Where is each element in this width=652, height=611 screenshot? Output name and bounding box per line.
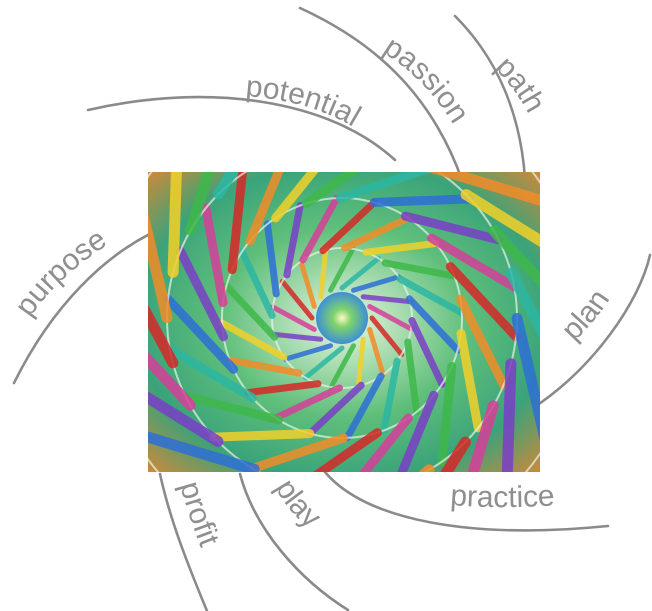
spiral-spoke	[507, 364, 511, 493]
label-path: path	[489, 50, 551, 118]
label-practice: practice	[449, 479, 555, 514]
label-play: play	[269, 474, 328, 535]
spiral-spoke	[214, 434, 310, 438]
label-passion: passion	[378, 30, 475, 129]
label-potential: potential	[244, 70, 366, 133]
spiral-spoke	[374, 199, 470, 203]
spiral-core	[316, 292, 368, 344]
spiral-spoke	[173, 143, 177, 272]
label-profit: profit	[173, 478, 225, 552]
spiral-spoke	[335, 470, 429, 558]
